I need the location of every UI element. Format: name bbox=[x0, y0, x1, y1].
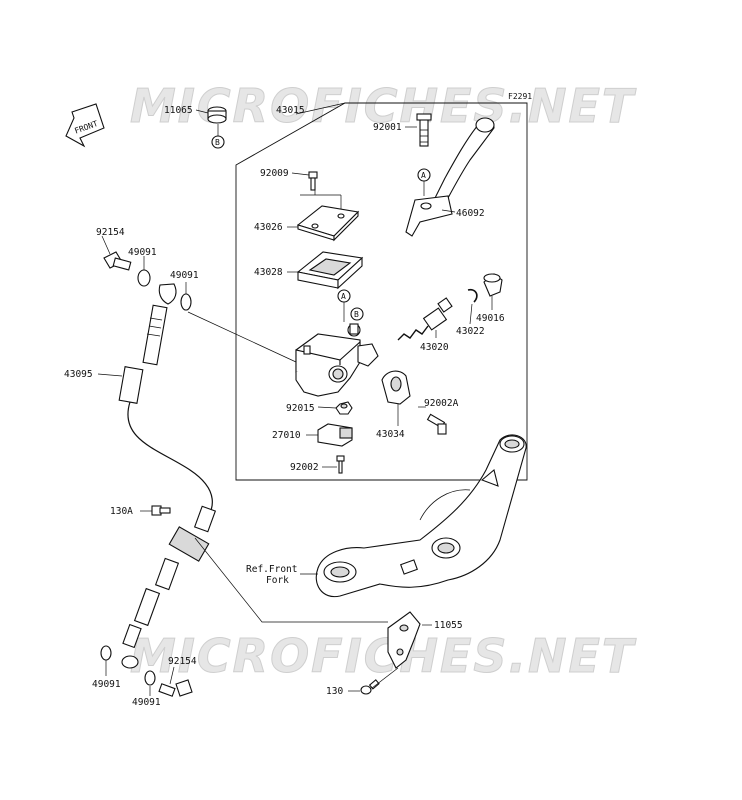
label-130A: 130A bbox=[110, 506, 133, 517]
part-43095-hose-lower bbox=[121, 505, 217, 669]
label-43022: 43022 bbox=[456, 326, 485, 337]
callout-b-top: B bbox=[215, 138, 220, 147]
label-92009: 92009 bbox=[260, 168, 289, 179]
part-43034-clamp bbox=[381, 370, 411, 405]
ref-line-washer bbox=[187, 311, 297, 363]
part-92015-nut bbox=[335, 401, 353, 415]
front-arrow-icon: FRONT bbox=[65, 103, 105, 148]
ref-note-line1: Ref.Front bbox=[246, 564, 297, 575]
part-92154-top bbox=[103, 251, 132, 271]
part-43020-piston bbox=[397, 297, 453, 341]
part-43022-circlip bbox=[467, 288, 478, 303]
brake-hose-line bbox=[127, 401, 213, 521]
ref-line-bracket bbox=[194, 537, 388, 623]
ref-line-130 bbox=[371, 667, 399, 689]
label-46092: 46092 bbox=[456, 208, 485, 219]
part-43026-cover bbox=[296, 205, 360, 242]
label-43020: 43020 bbox=[420, 342, 449, 353]
label-49091-d: 49091 bbox=[132, 697, 161, 708]
part-92002A-bolt bbox=[426, 413, 447, 435]
part-43028-diaphragm bbox=[296, 251, 364, 290]
label-11055: 11055 bbox=[434, 620, 463, 631]
assembly-boundary bbox=[235, 102, 528, 481]
part-130-bolt bbox=[360, 679, 380, 695]
label-43015: 43015 bbox=[276, 105, 305, 116]
callout-a-lever: A bbox=[421, 171, 426, 180]
washer-49091-b bbox=[180, 293, 192, 311]
label-92154-top: 92154 bbox=[96, 227, 125, 238]
callout-b-body: B bbox=[354, 310, 359, 319]
washer-49091-a bbox=[137, 269, 151, 287]
washer-49091-d bbox=[144, 670, 156, 686]
part-130A-bolt bbox=[151, 505, 171, 516]
label-49091-b: 49091 bbox=[170, 270, 199, 281]
part-11065: B bbox=[207, 106, 227, 149]
ref-note-line2: Fork bbox=[266, 575, 289, 586]
part-46092-lever: A bbox=[405, 117, 495, 237]
master-cylinder-body: A B bbox=[295, 289, 379, 397]
part-43095-hose-upper bbox=[118, 283, 177, 404]
label-130: 130 bbox=[326, 686, 343, 697]
washer-49091-c bbox=[100, 645, 112, 661]
part-92002-screw bbox=[336, 455, 345, 474]
part-92001 bbox=[416, 113, 432, 147]
label-11065: 11065 bbox=[164, 105, 193, 116]
part-11055-bracket bbox=[387, 611, 421, 669]
part-27010-switch bbox=[317, 423, 353, 447]
watermark-top: MICROFICHES.NET bbox=[130, 79, 637, 133]
part-92154-bottom bbox=[158, 679, 193, 697]
label-49091-a: 49091 bbox=[128, 247, 157, 258]
label-92001: 92001 bbox=[373, 122, 402, 133]
label-92002A: 92002A bbox=[424, 398, 459, 409]
part-49016-boot bbox=[483, 273, 503, 297]
label-92015: 92015 bbox=[286, 403, 315, 414]
label-49091-c: 49091 bbox=[92, 679, 121, 690]
label-92002: 92002 bbox=[290, 462, 319, 473]
callout-a-body: A bbox=[341, 292, 346, 301]
fork-triple-clamp bbox=[315, 434, 527, 598]
label-43034: 43034 bbox=[376, 429, 405, 440]
label-43095: 43095 bbox=[64, 369, 93, 380]
watermark-bottom: MICROFICHES.NET bbox=[130, 629, 637, 683]
part-92009 bbox=[308, 171, 318, 191]
label-92154-bottom: 92154 bbox=[168, 656, 197, 667]
label-49016: 49016 bbox=[476, 313, 505, 324]
label-27010: 27010 bbox=[272, 430, 301, 441]
figure-code: F2291 bbox=[508, 92, 532, 101]
label-43028: 43028 bbox=[254, 267, 283, 278]
label-43026: 43026 bbox=[254, 222, 283, 233]
